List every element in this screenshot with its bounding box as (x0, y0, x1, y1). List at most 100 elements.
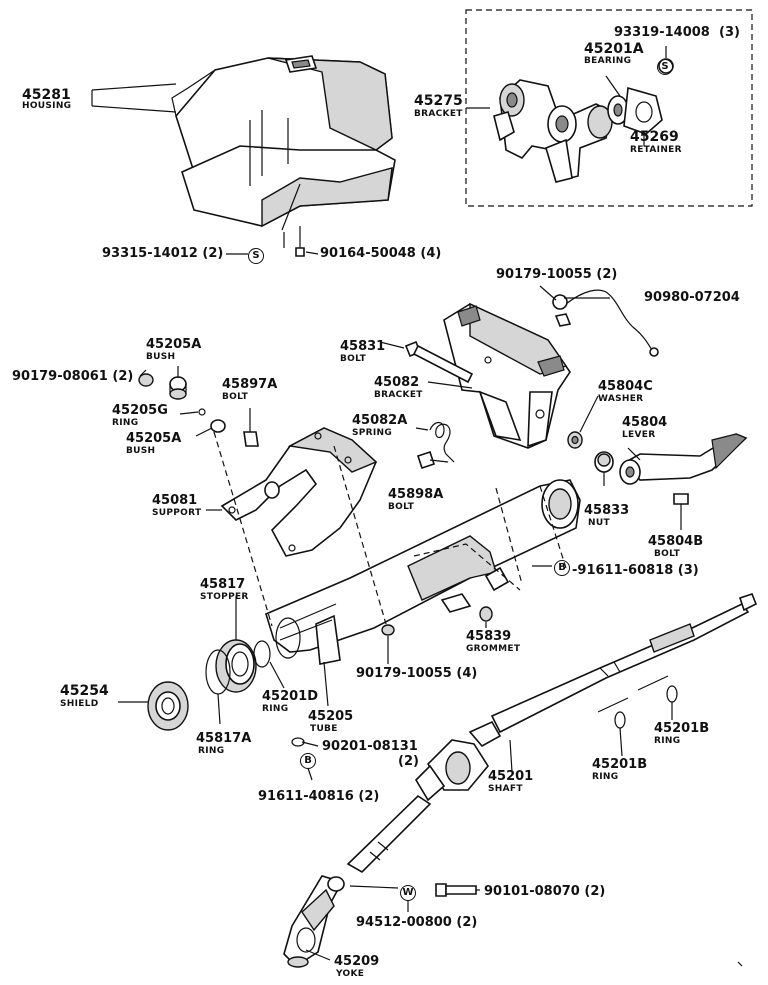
label-ring-45201B-left-no: 45201B (592, 757, 648, 772)
yoke-part (283, 875, 345, 968)
label-bush-top-desc: BUSH (146, 352, 176, 362)
label-ring-45817A-desc: RING (198, 746, 225, 756)
bracket-45082-part (443, 302, 571, 449)
w-mark-icon: W (400, 885, 416, 901)
bush-45205A-top-part (169, 376, 187, 400)
s-mark-icon: S (248, 248, 264, 264)
spring-part (429, 421, 455, 463)
label-spring-no: 45082A (352, 413, 408, 428)
label-ring-90201-qty: (2) (398, 754, 419, 769)
label-screw-93319-mark: S (657, 56, 673, 75)
label-bush-45205A-desc: BUSH (126, 446, 156, 456)
label-bolt-45831-desc: BOLT (340, 354, 367, 364)
label-screw-93319-qty: (3) (719, 25, 740, 40)
label-nut-45833-desc: NUT (588, 518, 610, 528)
nut-90179-08061-part (138, 373, 154, 387)
label-retainer-no: 45269 (630, 129, 679, 145)
label-bracket-45082-no: 45082 (374, 375, 420, 390)
label-washer-no: 45804C (598, 379, 653, 394)
label-support-no: 45081 (152, 493, 198, 508)
grommet-part (479, 606, 493, 622)
ring-45205G-part (198, 408, 206, 416)
label-washer-94512-mark: W (400, 882, 416, 901)
shaft-part (490, 593, 758, 734)
label-ring-45201B-right-no: 45201B (654, 721, 710, 736)
label-shaft-no: 45201 (488, 769, 534, 784)
label-yoke-desc: YOKE (336, 969, 365, 979)
label-screw-90164: 90164-50048 (4) (320, 246, 442, 261)
bolt-45897A-part (243, 408, 259, 447)
label-bush-45205A-no: 45205A (126, 431, 182, 446)
label-bearing-desc: BEARING (584, 56, 632, 66)
label-ring-45205G-no: 45205G (112, 403, 168, 418)
label-bolt-91611-40816: 91611-40816 (2) (258, 789, 380, 804)
label-ring-45205G-desc: RING (112, 418, 139, 428)
ring-45201B-left-part (614, 711, 626, 729)
housing-part (171, 55, 396, 231)
label-nut-45833-no: 45833 (584, 503, 630, 518)
support-part (220, 427, 378, 557)
label-bolt-91611-60818: -91611-60818 (3) (572, 563, 699, 578)
label-screw-93315: 93315-14012 (2) (102, 246, 224, 261)
bolt-45804B-part (673, 493, 689, 520)
label-shield-desc: SHIELD (60, 699, 99, 709)
ring-45201D-part (253, 640, 271, 668)
label-lever-desc: LEVER (622, 430, 656, 440)
label-ring-45201D-desc: RING (262, 704, 289, 714)
label-lever-no: 45804 (622, 415, 668, 430)
retainer-part (623, 86, 663, 135)
bolt-45831-part (404, 340, 474, 384)
label-ring-90201-no: 90201-08131 (322, 739, 418, 754)
label-wire-90980: 90980-07204 (644, 290, 740, 305)
b-mark-icon: B (554, 560, 570, 576)
bush-45205A-part (210, 419, 226, 433)
shield-part (147, 681, 189, 731)
s-mark-icon: S (657, 59, 673, 75)
stopper-part (215, 639, 257, 693)
label-ring-45817A-no: 45817A (196, 731, 252, 746)
label-retainer-desc: RETAINER (630, 145, 682, 155)
lever-part (619, 433, 748, 485)
bolt-90101-part (435, 883, 477, 897)
label-grommet-no: 45839 (466, 629, 512, 644)
label-ring-45201D-no: 45201D (262, 689, 319, 704)
label-washer-desc: WASHER (598, 394, 644, 404)
label-bolt-91611-40816-mark: B (300, 750, 316, 769)
label-bracket-45275-no: 45275 (414, 93, 463, 109)
label-bolt-91611-60818-mark: B (554, 557, 570, 576)
bolt-45898A-part (416, 450, 449, 470)
b-mark-icon: B (300, 753, 316, 769)
label-ring-45201B-left-desc: RING (592, 772, 619, 782)
tube-part (265, 479, 581, 665)
label-yoke-no: 45209 (334, 954, 380, 969)
label-bolt-45897A-desc: BOLT (222, 392, 249, 402)
label-shaft-desc: SHAFT (488, 784, 523, 794)
label-screw-93319-no: 93319-14008 (614, 25, 710, 40)
label-ring-45201B-right-desc: RING (654, 736, 681, 746)
bracket-45275-part (493, 79, 613, 183)
label-bearing-no: 45201A (584, 41, 644, 57)
label-spring-desc: SPRING (352, 428, 393, 438)
label-bracket-45082-desc: BRACKET (374, 390, 423, 400)
label-grommet-desc: GROMMET (466, 644, 521, 654)
label-nut-90179-10055-4: 90179-10055 (4) (356, 666, 478, 681)
label-tube-no: 45205 (308, 709, 354, 724)
label-screw-93315-mark: S (248, 245, 264, 264)
label-stopper-no: 45817 (200, 577, 246, 592)
label-stopper-desc: STOPPER (200, 592, 249, 602)
label-bolt-45898A-desc: BOLT (388, 502, 415, 512)
label-bolt-45898A-no: 45898A (388, 487, 444, 502)
label-bracket-45275-desc: BRACKET (414, 109, 463, 119)
label-tube-desc: TUBE (310, 724, 338, 734)
label-housing-no: 45281 (22, 87, 71, 103)
ring-45201B-right-part (666, 685, 678, 703)
label-bolt-45804B-no: 45804B (648, 534, 704, 549)
nut-45833-part (594, 451, 614, 473)
label-bolt-90101: 90101-08070 (2) (484, 884, 606, 899)
label-bush-top-no: 45205A (146, 337, 202, 352)
universal-joint-part (414, 720, 502, 802)
label-bolt-45831-no: 45831 (340, 339, 386, 354)
label-housing-desc: HOUSING (22, 101, 72, 111)
